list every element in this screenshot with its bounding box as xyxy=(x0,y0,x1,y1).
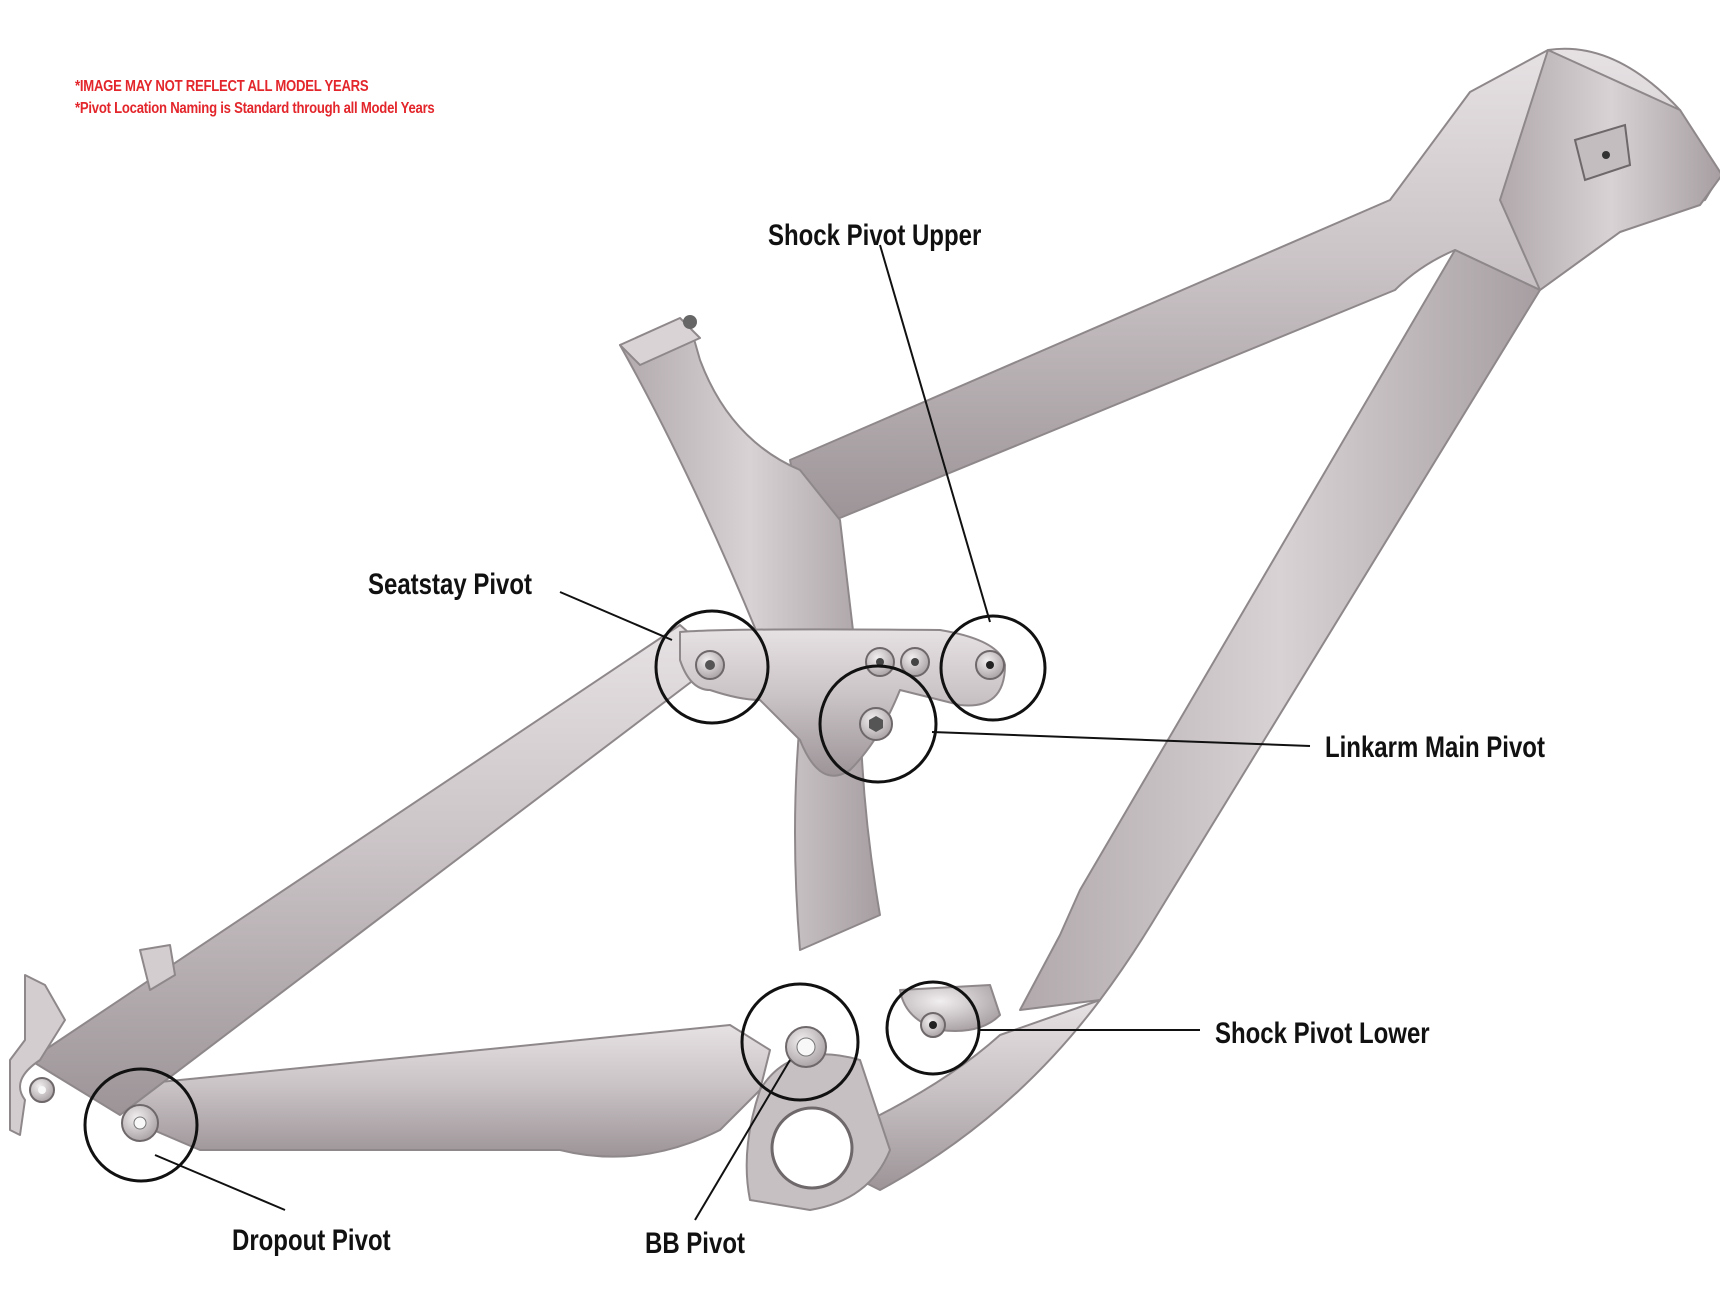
callout-circles xyxy=(83,609,1047,1183)
chainstay xyxy=(129,1024,771,1158)
label-shock-pivot-upper: Shock Pivot Upper xyxy=(768,217,982,251)
bb-leader xyxy=(694,1059,791,1221)
bb-pivot-callout xyxy=(740,982,860,1102)
bb-bore xyxy=(770,1106,854,1190)
shock-pivot-lower-callout xyxy=(885,980,981,1076)
shock-pivot-upper-callout xyxy=(939,614,1047,722)
frame-hardware xyxy=(29,123,1632,1142)
pivot-labels: Shock Pivot Upper Seatstay Pivot Linkarm… xyxy=(232,217,1545,1259)
label-bb-pivot: BB Pivot xyxy=(645,1225,745,1259)
leader-lines xyxy=(154,244,1311,1221)
seatstay-pivot-callout xyxy=(654,609,770,725)
mainframe xyxy=(9,47,1720,1211)
dropout-pivot-callout xyxy=(83,1067,199,1183)
down-tube xyxy=(1019,249,1541,1011)
shock-upper-leader xyxy=(879,244,991,623)
label-linkarm-main-pivot: Linkarm Main Pivot xyxy=(1325,729,1545,763)
seat-collar xyxy=(619,317,701,366)
label-shock-pivot-lower: Shock Pivot Lower xyxy=(1215,1015,1430,1049)
disclaimer-pivot-naming: *Pivot Location Naming is Standard throu… xyxy=(75,100,435,117)
label-seatstay-pivot: Seatstay Pivot xyxy=(368,566,532,600)
linkarm-main-pivot-callout xyxy=(818,664,938,784)
linkarm xyxy=(679,628,1006,777)
seat-tube xyxy=(619,324,881,951)
disc-mount xyxy=(139,944,176,991)
seatstay-leader xyxy=(559,591,673,641)
dropout xyxy=(9,974,66,1136)
disclaimer-model-years: *IMAGE MAY NOT REFLECT ALL MODEL YEARS xyxy=(75,78,369,95)
linkarm-leader xyxy=(931,731,1311,747)
collar-bolt xyxy=(683,315,697,329)
headtube-cable-port xyxy=(1573,123,1632,182)
shock-mount-lower xyxy=(899,984,1001,1032)
label-dropout-pivot: Dropout Pivot xyxy=(232,1222,391,1256)
dropout-leader xyxy=(154,1154,286,1211)
